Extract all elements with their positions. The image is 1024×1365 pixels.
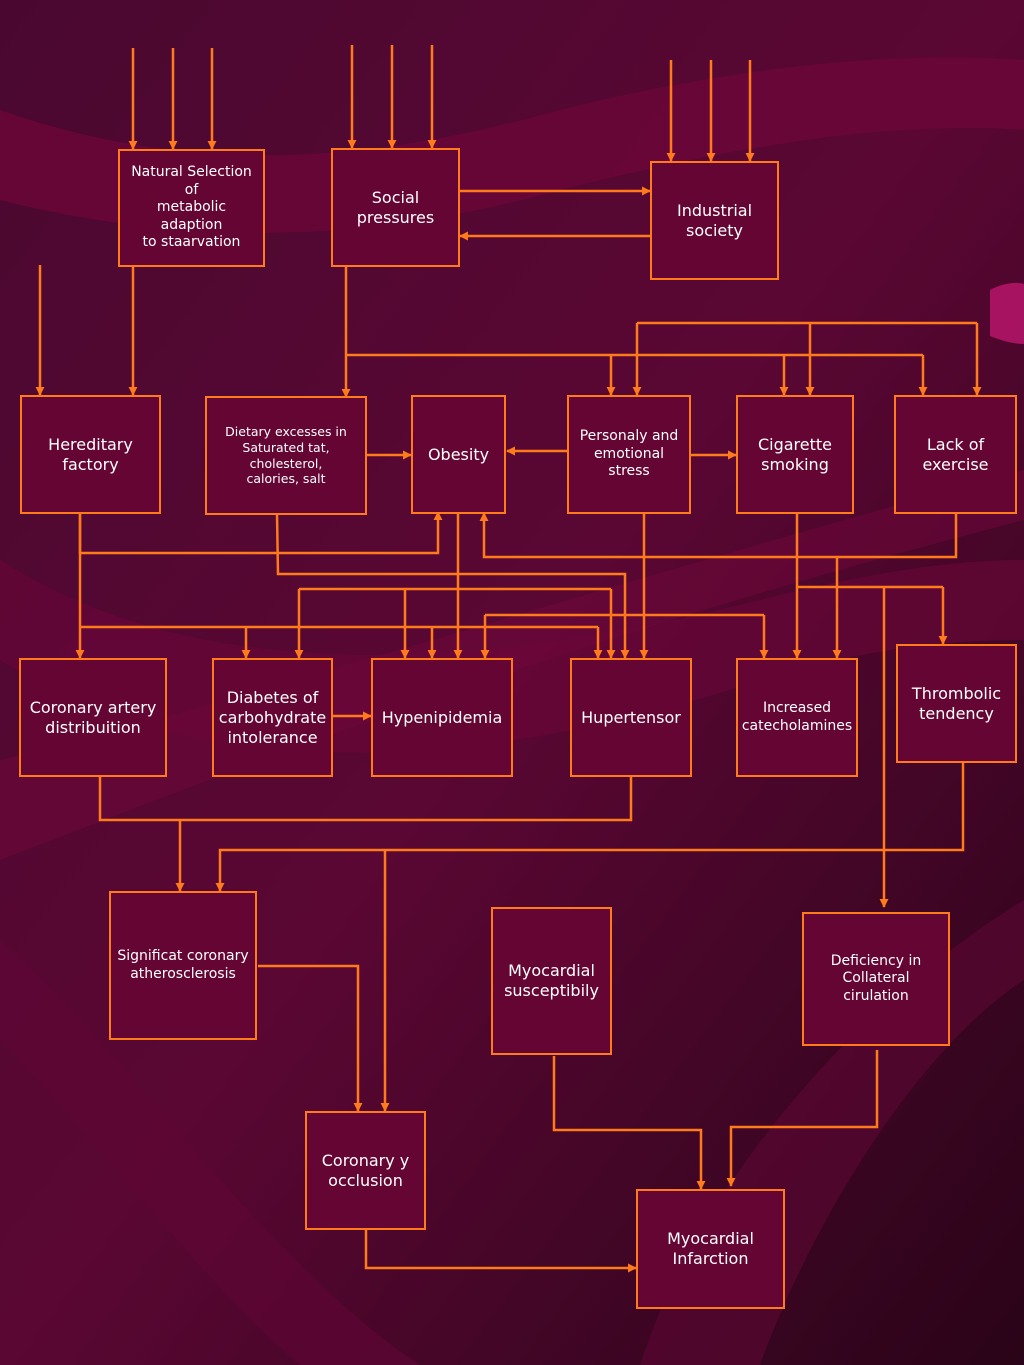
diabetes-box: Diabetes of carbohydrate intolerance — [212, 658, 333, 777]
deficiency-collateral-box: Deficiency in Collateral cirulation — [802, 912, 950, 1046]
cigarette-smoking-box: Cigarette smoking — [736, 395, 854, 514]
hereditary-factory-label: Hereditary factory — [48, 434, 133, 474]
thrombolic-tendency-box: Thrombolic tendency — [896, 644, 1017, 763]
coronary-artery-distribuition-label: Coronary artery distribuition — [29, 697, 157, 737]
increased-catecholamines-label: Increased catecholamines — [741, 700, 853, 734]
myocardial-infarction-label: Myocardial Infarction — [667, 1229, 754, 1268]
diabetes-label: Diabetes of carbohydrate intolerance — [218, 687, 327, 747]
hupertensor-box: Hupertensor — [570, 658, 692, 777]
myocardial-susceptibily-label: Myocardial susceptibily — [504, 961, 599, 1000]
personaly-stress-label: Personaly and emotional stress — [579, 428, 679, 480]
myocardial-susceptibily-box: Myocardial susceptibily — [491, 907, 612, 1055]
thrombolic-tendency-label: Thrombolic tendency — [911, 683, 1002, 723]
significat-atherosclerosis-box: Significat coronary atherosclerosis — [109, 891, 257, 1040]
obesity-label: Obesity — [427, 444, 490, 464]
coronary-occlusion-label: Coronary y occlusion — [321, 1150, 410, 1190]
coronary-artery-distribuition-box: Coronary artery distribuition — [19, 658, 167, 777]
dietary-excesses-label: Dietary excesses in Saturated tat, chole… — [225, 424, 347, 487]
personaly-stress-box: Personaly and emotional stress — [567, 395, 691, 514]
hypenipidemia-box: Hypenipidemia — [371, 658, 513, 777]
deficiency-collateral-label: Deficiency in Collateral cirulation — [830, 952, 922, 1004]
industrial-society-box: Industrial society — [650, 161, 779, 280]
obesity-box: Obesity — [411, 395, 506, 514]
dietary-excesses-box: Dietary excesses in Saturated tat, chole… — [205, 396, 367, 515]
cigarette-smoking-label: Cigarette smoking — [757, 434, 833, 474]
coronary-occlusion-box: Coronary y occlusion — [305, 1111, 426, 1230]
significat-atherosclerosis-label: Significat coronary atherosclerosis — [117, 948, 249, 982]
hereditary-factory-box: Hereditary factory — [20, 395, 161, 514]
social-pressures-box: Social pressures — [331, 148, 460, 267]
hupertensor-label: Hupertensor — [581, 707, 681, 727]
natural-selection-label: Natural Selection of metabolic adaption … — [131, 164, 252, 251]
social-pressures-label: Social pressures — [356, 187, 435, 227]
myocardial-infarction-box: Myocardial Infarction — [636, 1189, 785, 1309]
natural-selection-box: Natural Selection of metabolic adaption … — [118, 149, 265, 267]
increased-catecholamines-box: Increased catecholamines — [736, 658, 858, 777]
industrial-society-label: Industrial society — [676, 200, 753, 240]
lack-of-exercise-box: Lack of exercise — [894, 395, 1017, 514]
hypenipidemia-label: Hypenipidemia — [381, 707, 503, 727]
lack-of-exercise-label: Lack of exercise — [922, 434, 989, 474]
